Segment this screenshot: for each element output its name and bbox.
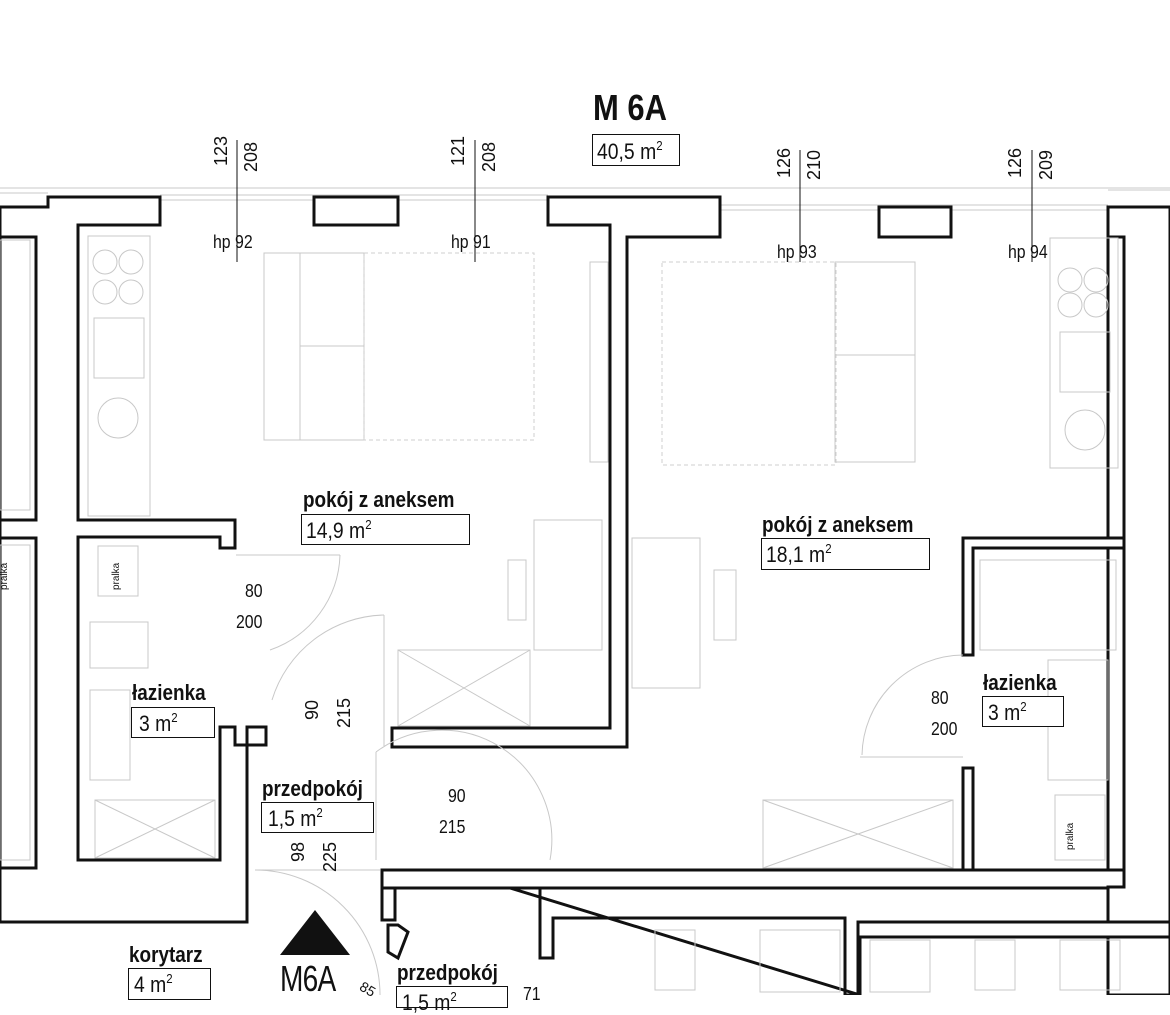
room-bath-left-area-box — [131, 707, 215, 738]
window-3-hp-value: 93 — [799, 242, 817, 262]
room-bath-right-name: łazienka — [983, 670, 1057, 695]
wall-lower-left-stub — [380, 886, 397, 922]
door-bath-right-width: 80 — [931, 688, 949, 708]
room-living-right-area-box — [761, 538, 930, 570]
room-corridor-area: 4 m2 — [134, 971, 173, 997]
room-bath-left-name: łazienka — [132, 680, 206, 705]
window-guides — [236, 140, 1033, 262]
room-bath-left-area: 3 m2 — [139, 710, 178, 736]
wall-center — [390, 195, 722, 749]
room-hall-area-box — [261, 802, 374, 833]
room-bath-left-area-value: 3 m — [139, 711, 172, 736]
window-4-height: 209 — [1036, 149, 1056, 180]
unit-area-suffix: m — [640, 139, 657, 164]
entrance-label: M6A — [280, 958, 336, 999]
room-corridor-name: korytarz — [129, 942, 203, 967]
door-bath-left-height: 200 — [236, 612, 263, 632]
window-3-sill: 126 — [774, 147, 794, 178]
room-hall-lower-area-value: 1,5 m — [402, 990, 451, 1015]
room-hall-lower-name: przedpokój — [397, 960, 498, 985]
room-living-left-area: 14,9 m2 — [306, 517, 372, 543]
room-corridor-area-value: 4 m — [134, 972, 167, 997]
room-hall-lower-area: 1,5 m2 — [402, 989, 457, 1015]
door-entrance-width: 98 — [288, 841, 308, 862]
wall-top-left — [0, 195, 268, 924]
furniture — [0, 235, 1121, 993]
door-partial-2: 71 — [523, 984, 541, 1004]
room-living-left-area-value: 14,9 m — [306, 518, 366, 543]
room-living-right-area-value: 18,1 m — [766, 542, 826, 567]
unit-area: 40,5 m2 — [597, 138, 663, 164]
wall-bottom — [380, 868, 1126, 890]
window-pier-2 — [877, 205, 953, 239]
wall-left-column — [0, 235, 38, 522]
room-living-left-name: pokój z aneksem — [303, 487, 455, 512]
door-hall-inner-width: 90 — [302, 699, 322, 720]
wall-left-column-2 — [0, 536, 38, 870]
window-3-hp-label: hp — [777, 242, 795, 262]
window-4-hp-value: 94 — [1030, 242, 1048, 262]
washer-right-label: pralka — [1065, 822, 1076, 850]
wall-right-bath-lower — [961, 766, 975, 872]
unit-area-value: 40,5 — [597, 139, 635, 164]
door-entrance-height: 225 — [320, 841, 340, 872]
window-2-height: 208 — [479, 141, 499, 172]
room-bath-right-area-box — [982, 696, 1064, 727]
room-bath-right-area: 3 m2 — [988, 699, 1027, 725]
door-bath-right-height: 200 — [931, 719, 958, 739]
room-bath-right-area-value: 3 m — [988, 700, 1021, 725]
door-living-right-width: 90 — [448, 786, 466, 806]
entrance-triangle — [280, 910, 350, 955]
window-1-height: 208 — [241, 141, 261, 172]
window-4-hp: hp 94 — [1008, 243, 1048, 261]
wall-lower-angled — [386, 923, 410, 961]
wall-right-bath — [961, 536, 1126, 657]
room-living-right-name: pokój z aneksem — [762, 512, 914, 537]
window-2-hp-label: hp — [451, 232, 469, 252]
window-4-sill: 126 — [1005, 147, 1025, 178]
window-1-hp: hp 92 — [213, 233, 253, 251]
room-hall-name: przedpokój — [262, 776, 363, 801]
door-bath-left-width: 80 — [245, 581, 263, 601]
washer-left-label: pralka — [111, 562, 122, 590]
door-hall-inner-height: 215 — [334, 697, 354, 728]
door-living-right-height: 215 — [439, 817, 466, 837]
room-hall-area: 1,5 m2 — [268, 805, 323, 831]
window-2-sill: 121 — [448, 135, 468, 166]
window-1-hp-label: hp — [213, 232, 231, 252]
window-3-hp: hp 93 — [777, 243, 817, 261]
unit-title: M 6A — [593, 87, 667, 128]
room-hall-area-value: 1,5 m — [268, 806, 317, 831]
window-pier-1 — [312, 195, 400, 227]
window-2-hp: hp 91 — [451, 233, 491, 251]
door-swings — [236, 554, 964, 995]
walls — [0, 195, 1170, 995]
window-4-hp-label: hp — [1008, 242, 1026, 262]
window-1-hp-value: 92 — [235, 232, 253, 252]
window-1-sill: 123 — [211, 135, 231, 166]
window-2-hp-value: 91 — [473, 232, 491, 252]
washer-edge-label: pralka — [0, 562, 10, 590]
unit-area-box — [592, 134, 680, 166]
room-living-right-area: 18,1 m2 — [766, 541, 832, 567]
room-living-left-area-box — [301, 514, 470, 545]
window-3-height: 210 — [804, 149, 824, 180]
